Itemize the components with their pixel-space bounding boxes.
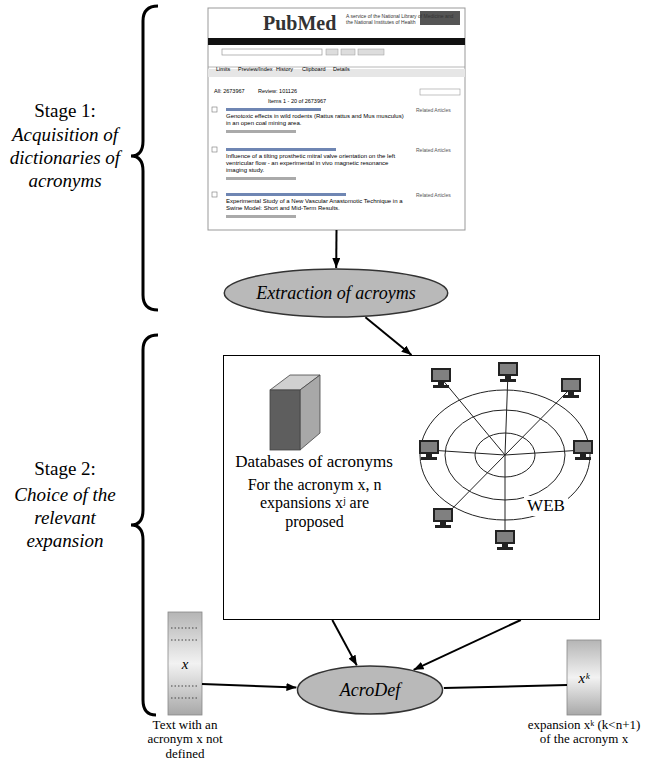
tab-label: History (276, 66, 300, 72)
process-ellipse: AcroDef (296, 665, 444, 715)
related-link: Related Articles (416, 193, 462, 199)
ellipse-shape (224, 269, 447, 317)
resource-title: Databases of acronyms (229, 452, 399, 472)
process-ellipse: Extraction of acroyms (222, 268, 450, 318)
resource-note: For the acronym x, n expansions xʲ are p… (232, 476, 397, 531)
count-label: Review: 101126 (258, 88, 308, 94)
document-caption: Text with an acronym x not defined (129, 718, 241, 761)
stage-subtitle: Acquisition of dictionaries of acronyms (4, 124, 126, 192)
stage-brace (131, 335, 158, 715)
web-label: WEB (524, 496, 568, 516)
web-network (420, 372, 590, 540)
tab-label: Clipboard (302, 66, 330, 72)
flow-arrow (202, 684, 296, 687)
stage-subtitle: Choice of the relevant expansion (4, 484, 126, 552)
article-title: Genotoxic effects in wild rodents (Rattu… (226, 113, 408, 127)
screenshot-art (208, 8, 465, 230)
article-title: Experimental Study of a New Vascular Ana… (226, 198, 408, 212)
connector-line (444, 685, 567, 688)
stage-brace (131, 6, 158, 310)
logo-text: PubMed (263, 12, 343, 35)
screenshot-panel: PubMedA service of the National Library … (208, 8, 465, 230)
flow-arrow (365, 317, 411, 355)
related-link: Related Articles (416, 108, 462, 114)
computer-icons (419, 362, 593, 550)
document-art (168, 612, 601, 715)
document-caption: expansion xᵏ (k<n+1) of the acronym x (525, 718, 643, 747)
tab-label: Preview/Index (238, 66, 274, 72)
related-link: Related Articles (416, 148, 462, 154)
tab-label: Limits (216, 66, 238, 72)
items-label: Items 1 - 20 of 2673967 (268, 98, 358, 104)
resource-box: Databases of acronymsFor the acronym x, … (223, 355, 600, 620)
flow-arrow (332, 620, 357, 665)
acronym-mark: x (168, 655, 202, 673)
database-cube (270, 375, 320, 450)
document-icon: xText with an acronym x not defined (168, 612, 202, 715)
acronym-mark: xᵏ (567, 669, 601, 687)
process-label: Extraction of acroyms (256, 283, 415, 304)
count-label: All: 2673967 (214, 88, 254, 94)
flow-arrow (335, 230, 337, 268)
document-icon: xᵏexpansion xᵏ (k<n+1) of the acronym x (567, 640, 601, 715)
header-note: A service of the National Library of Med… (346, 14, 456, 26)
flow-arrow (414, 620, 521, 670)
tab-label: Details (333, 66, 357, 72)
article-title: Influence of a tilting prosthetic mitral… (226, 153, 408, 174)
stage-title: Stage 1: (4, 100, 126, 123)
ellipse-shape (297, 666, 442, 714)
process-label: AcroDef (340, 680, 400, 701)
stage-title: Stage 2: (4, 458, 126, 481)
